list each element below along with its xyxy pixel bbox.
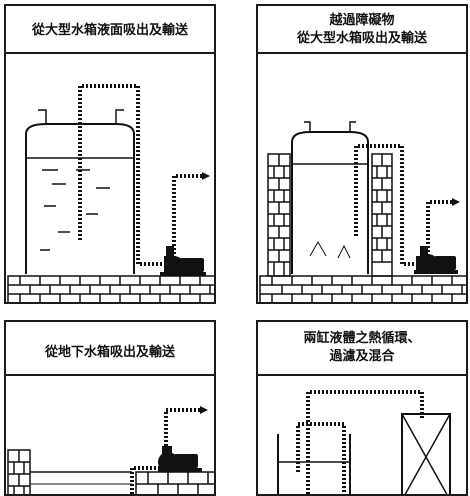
panel-title: 從大型水箱液面吸出及輸送	[31, 23, 188, 38]
hose-return	[296, 422, 346, 494]
discharge-hose	[426, 200, 454, 256]
panel-title-line2: 從大型水箱吸出及輸送	[296, 31, 427, 46]
large-tank-diagram	[7, 84, 214, 302]
panel-title-line1: 越過障礙物	[329, 13, 395, 28]
brick-ground	[7, 275, 214, 302]
tank	[291, 131, 369, 274]
pump	[160, 246, 206, 276]
discharge-hose	[172, 174, 204, 258]
divider	[258, 52, 466, 54]
pump	[414, 246, 458, 274]
circulation-diagram	[277, 390, 451, 494]
suction-hose	[78, 84, 166, 266]
brick-ground	[259, 275, 466, 302]
obstacle-diagram	[259, 121, 466, 302]
panel-underground-tank: 從地下水箱吸出及輸送	[4, 320, 216, 496]
suction-hose	[130, 466, 166, 494]
hose-loop	[306, 390, 424, 494]
discharge-hose	[164, 408, 202, 446]
suction-hose	[354, 144, 418, 266]
panel-two-tank-circulation: 兩缸液體之熱循環、 過濾及混合	[256, 320, 468, 496]
panel-title: 從地下水箱吸出及輸送	[44, 345, 175, 360]
divider	[258, 374, 466, 376]
panel-title-line1: 兩缸液體之熱循環、	[303, 331, 421, 346]
divider	[6, 374, 214, 376]
panel-large-tank-surface-suction: 從大型水箱液面吸出及輸送	[4, 4, 216, 304]
divider	[6, 52, 214, 54]
panel-over-obstacle: 越過障礙物 從大型水箱吸出及輸送	[256, 4, 468, 304]
brick-platform	[135, 471, 214, 494]
underground-diagram	[7, 406, 214, 494]
brick-obstacle	[371, 153, 393, 277]
panel-title-line2: 過濾及混合	[329, 349, 395, 364]
brick-column-left	[267, 153, 291, 277]
pump	[158, 446, 202, 472]
tank-left	[277, 434, 351, 494]
tank-right	[401, 413, 451, 494]
brick-wall-left	[7, 449, 31, 494]
